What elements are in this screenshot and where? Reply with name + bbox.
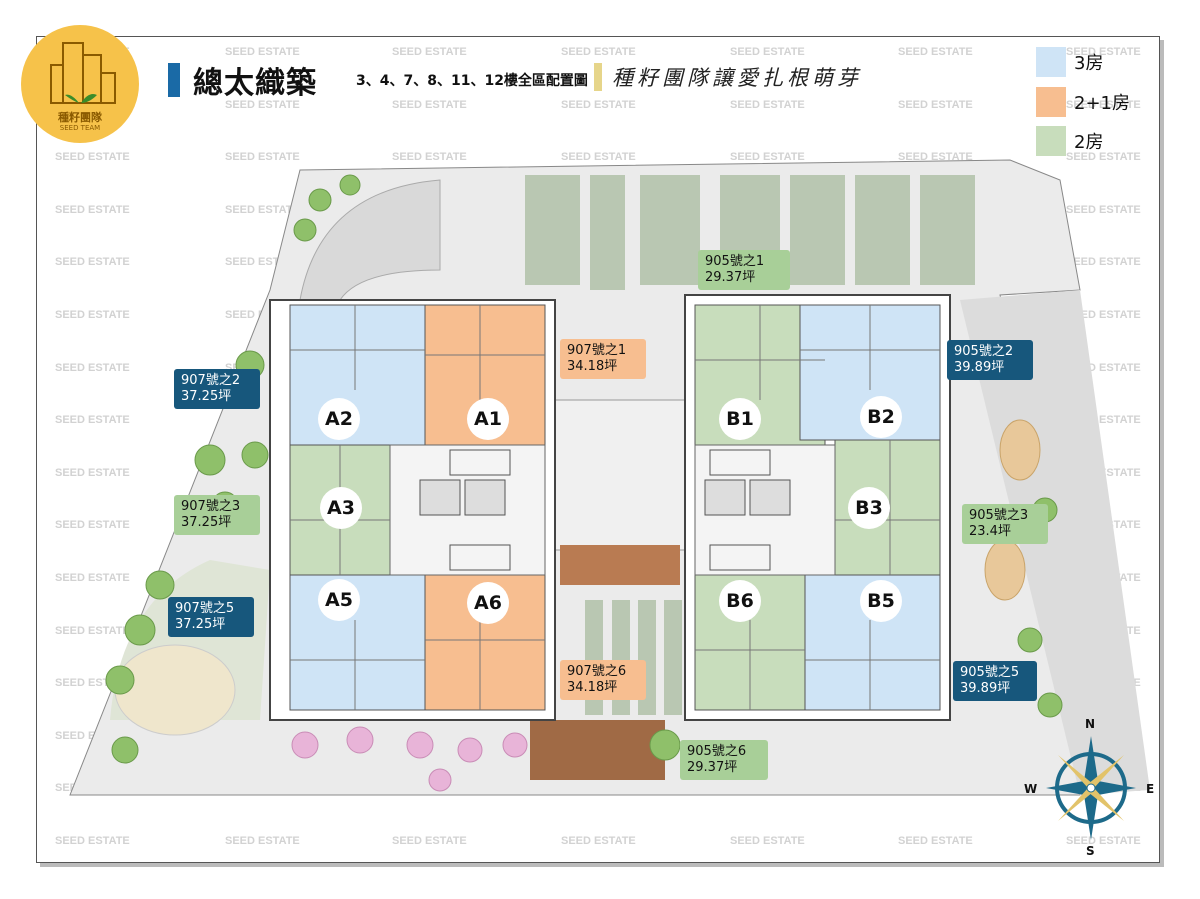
page-title: 總太織築 [193,66,317,101]
compass-south: S [1086,844,1095,858]
compass-east: E [1146,782,1155,796]
unit-label-b6: B6 [719,580,761,622]
north-garden [525,175,975,290]
south-deck [530,720,665,780]
compass-north: N [1085,717,1096,731]
callout-a5: 907號之5 37.25坪 [168,597,254,637]
callout-area: 29.37坪 [687,760,738,775]
callout-b6: 905號之6 29.37坪 [680,740,768,780]
title-accent-bar [168,63,180,97]
callout-address: 905號之3 [969,508,1029,523]
legend-label: 2+1房 [1074,93,1130,114]
callout-address: 907號之5 [175,601,235,616]
cherry-trees [291,726,528,792]
callout-b1: 905號之1 29.37坪 [698,250,790,290]
callout-a2: 907號之2 37.25坪 [174,369,260,409]
callout-b3: 905號之3 23.4坪 [962,504,1048,544]
unit-label-a5: A5 [318,579,360,621]
legend-label: 2房 [1074,132,1104,153]
callout-a6: 907號之6 34.18坪 [560,660,646,700]
callout-area: 34.18坪 [567,680,618,695]
unit-label-b2: B2 [860,396,902,438]
callout-address: 905號之1 [705,254,765,269]
legend-swatch [1036,87,1066,117]
legend-item-3-room: 3房 [1036,47,1103,77]
callout-a3: 907號之3 37.25坪 [174,495,260,535]
callout-address: 905號之6 [687,744,747,759]
east-road [960,290,1150,795]
callout-address: 907號之1 [567,343,627,358]
callout-area: 23.4坪 [969,524,1011,539]
slogan-accent-bar [594,63,602,91]
callout-area: 34.18坪 [567,359,618,374]
unit-label-a6: A6 [467,582,509,624]
legend-item-2-plus-1-room: 2+1房 [1036,87,1130,117]
compass-rose-icon [1046,736,1136,840]
callout-area: 39.89坪 [960,681,1011,696]
legend-label: 3房 [1074,53,1104,74]
unit-label-b3: B3 [848,487,890,529]
callout-a1: 907號之1 34.18坪 [560,339,646,379]
callout-area: 29.37坪 [705,270,756,285]
callout-area: 37.25坪 [181,389,232,404]
unit-label-a2: A2 [318,398,360,440]
unit-b5-area [804,574,941,711]
slogan: 種籽團隊讓愛扎根萌芽 [612,66,862,90]
seed-team-logo: 種籽團隊 SEED TEAM [21,25,139,143]
driveway [299,179,441,301]
logo-name-en: SEED TEAM [59,124,101,132]
legend-item-2-room: 2房 [1036,126,1103,156]
page-subtitle: 3、4、7、8、11、12樓全區配置圖 [356,73,588,89]
callout-address: 907號之6 [567,664,627,679]
compass-west: W [1024,782,1038,796]
central-atrium [554,399,686,551]
legend-swatch [1036,47,1066,77]
sand-pool [114,644,236,736]
callout-b2: 905號之2 39.89坪 [947,340,1033,380]
trees [105,174,1063,764]
callout-b5: 905號之5 39.89坪 [953,661,1037,701]
callout-address: 905號之2 [954,344,1014,359]
room-dividers [290,305,940,710]
unit-label-b5: B5 [860,580,902,622]
callout-address: 905號之5 [960,665,1020,680]
unit-label-a1: A1 [467,398,509,440]
callout-address: 907號之3 [181,499,241,514]
building-logo-icon [50,42,116,104]
unit-label-a3: A3 [320,487,362,529]
legend-swatch [1036,126,1066,156]
callout-address: 907號之2 [181,373,241,388]
logo-name-cn: 種籽團隊 [58,111,102,124]
callout-area: 37.25坪 [175,617,226,632]
callout-area: 39.89坪 [954,360,1005,375]
callout-area: 37.25坪 [181,515,232,530]
atrium-deck [560,545,680,585]
unit-label-b1: B1 [719,398,761,440]
